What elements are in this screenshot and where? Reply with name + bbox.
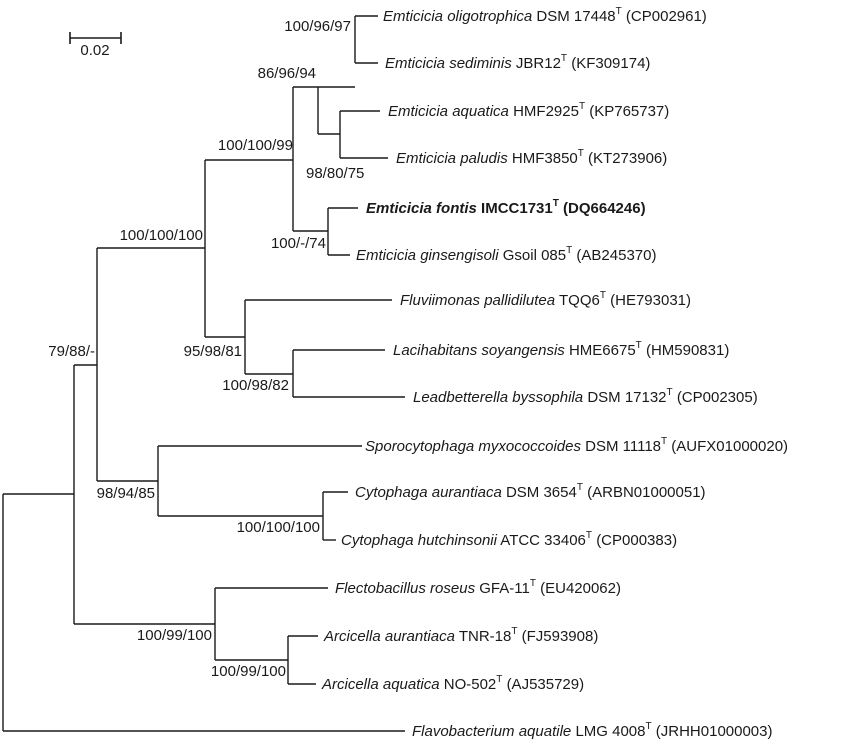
support-value: 95/98/81 xyxy=(184,343,242,360)
taxon-labels: Emticicia oligotrophica DSM 17448T (CP00… xyxy=(321,1,788,740)
taxon-label: Fluviimonas pallidilutea TQQ6T (HE793031… xyxy=(400,285,691,309)
support-value: 100/100/99 xyxy=(218,137,293,154)
support-value: 98/80/75 xyxy=(306,165,364,182)
taxon-label: Cytophaga aurantiaca DSM 3654T (ARBN0100… xyxy=(355,477,706,501)
support-labels: 100/96/97 98/80/75 86/96/94 100/-/74 100… xyxy=(48,18,364,680)
taxon-label: Emticicia paludis HMF3850T (KT273906) xyxy=(396,143,667,167)
scale-bar-label: 0.02 xyxy=(80,42,109,59)
support-value: 79/88/- xyxy=(48,343,95,360)
taxon-label: Arcicella aurantiaca TNR-18T (FJ593908) xyxy=(323,621,598,645)
taxon-label: Emticicia aquatica HMF2925T (KP765737) xyxy=(388,96,669,120)
support-value: 100/99/100 xyxy=(137,627,212,644)
taxon-label-highlighted: Emticicia fontis IMCC1731T (DQ664246) xyxy=(366,193,646,217)
taxon-label: Sporocytophaga myxococcoides DSM 11118T … xyxy=(365,431,788,455)
support-value: 100/99/100 xyxy=(211,663,286,680)
scale-bar: 0.02 xyxy=(69,32,122,59)
support-value: 100/96/97 xyxy=(284,18,351,35)
support-value: 98/94/85 xyxy=(97,485,155,502)
taxon-label: Emticicia ginsengisoli Gsoil 085T (AB245… xyxy=(356,240,656,264)
taxon-label: Leadbetterella byssophila DSM 17132T (CP… xyxy=(413,382,758,406)
support-value: 86/96/94 xyxy=(258,65,316,82)
taxon-label: Flectobacillus roseus GFA-11T (EU420062) xyxy=(335,573,621,597)
support-value: 100/100/100 xyxy=(120,227,203,244)
support-value: 100/100/100 xyxy=(237,519,320,536)
taxon-label: Lacihabitans soyangensis HME6675T (HM590… xyxy=(393,335,729,359)
taxon-label: Flavobacterium aquatile LMG 4008T (JRHH0… xyxy=(412,716,773,740)
taxon-label: Emticicia oligotrophica DSM 17448T (CP00… xyxy=(383,1,707,25)
taxon-label: Arcicella aquatica NO-502T (AJ535729) xyxy=(321,669,584,693)
taxon-label: Cytophaga hutchinsonii ATCC 33406T (CP00… xyxy=(341,525,677,549)
taxon-label: Emticicia sediminis JBR12T (KF309174) xyxy=(385,48,650,72)
support-value: 100/98/82 xyxy=(222,377,289,394)
tree-branches xyxy=(2,15,405,732)
support-value: 100/-/74 xyxy=(271,235,326,252)
